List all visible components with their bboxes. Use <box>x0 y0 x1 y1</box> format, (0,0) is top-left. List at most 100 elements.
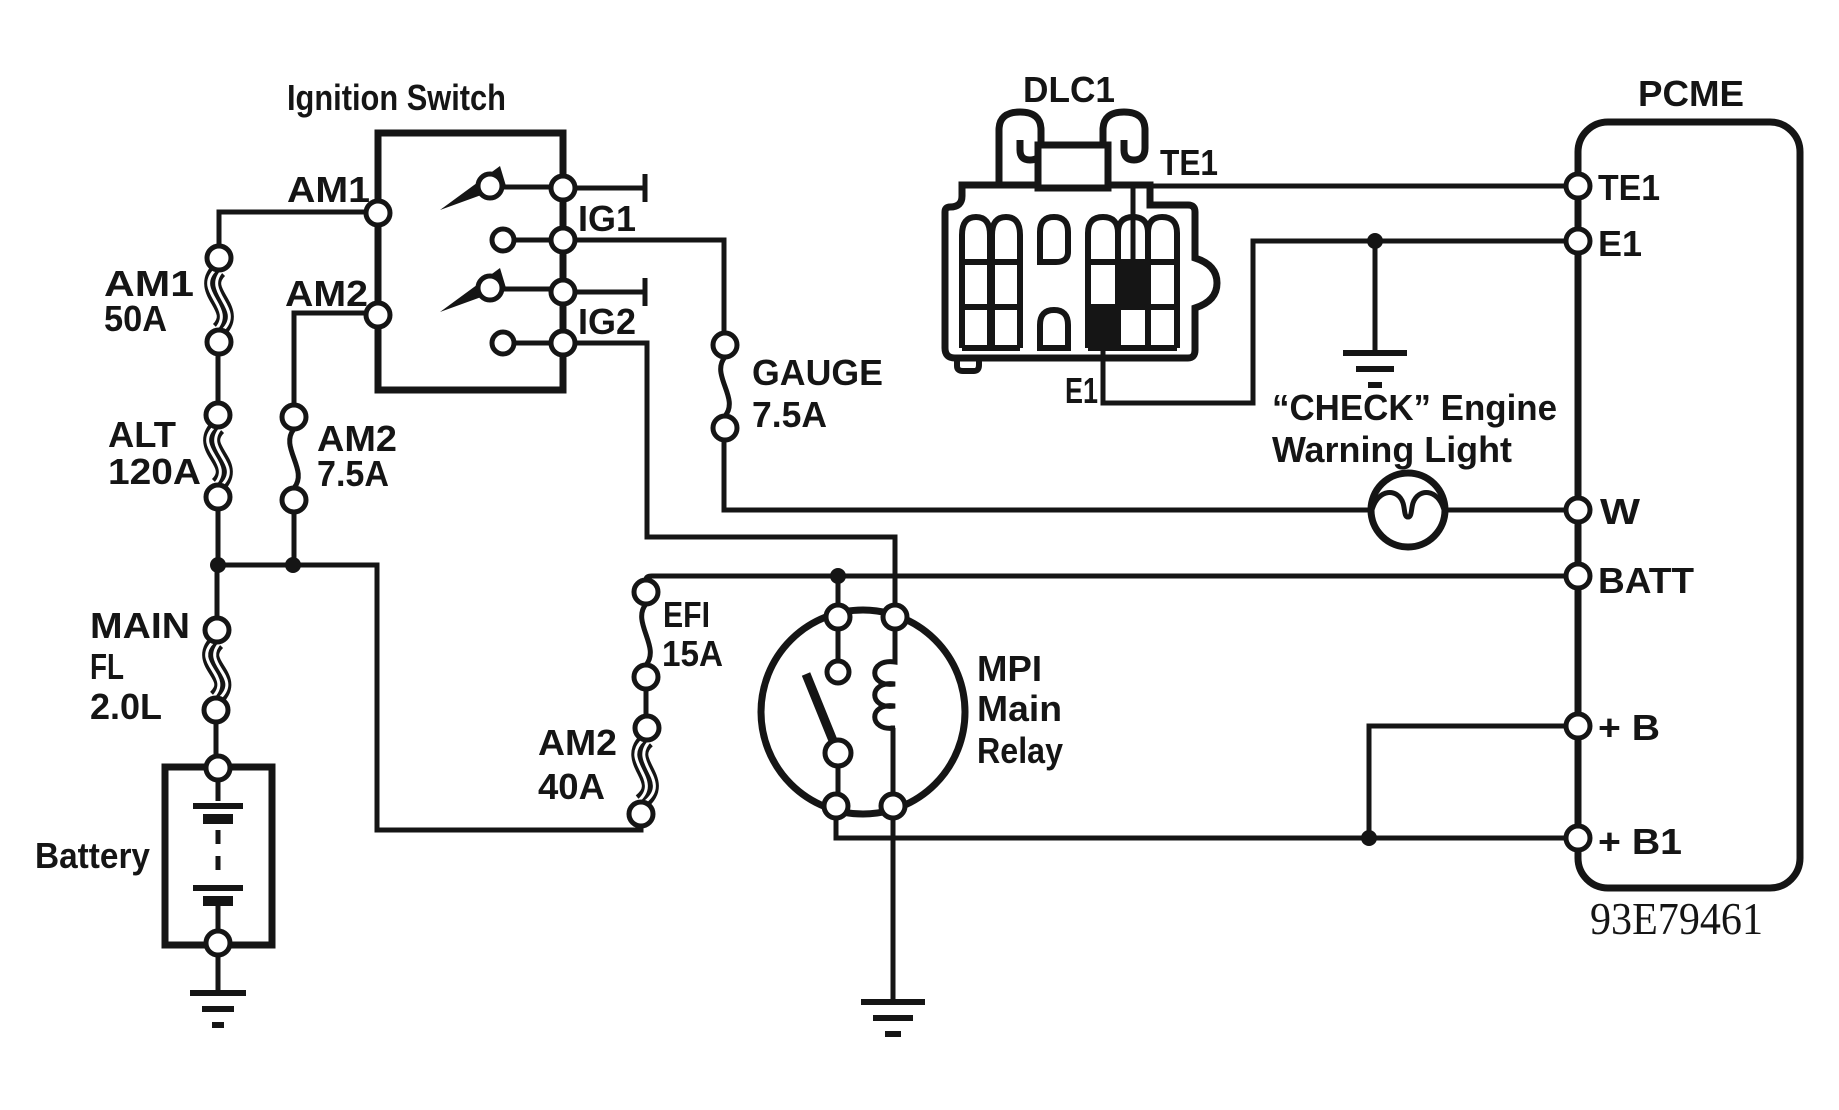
dlc1-pin-filled-e1 <box>1089 308 1117 347</box>
label-ig2: IG2 <box>578 301 636 342</box>
fuse-terminal <box>710 330 740 360</box>
relay-terminal <box>878 791 908 821</box>
label-fuse-main-l2: FL <box>90 646 124 687</box>
dlc1-hook-right <box>1099 108 1149 183</box>
battery <box>161 763 276 1028</box>
wire-am2-feed <box>291 310 378 405</box>
dlc1-bottom-clip <box>954 358 982 374</box>
switch-edge-terminal <box>548 277 578 307</box>
label-dlc1-e1: E1 <box>1065 370 1098 411</box>
fuse-terminal <box>632 713 662 743</box>
label-am1-terminal: AM1 <box>287 169 370 210</box>
battery-terminal <box>203 928 233 958</box>
fuse-efi-body <box>639 602 653 667</box>
relay-terminal <box>821 791 851 821</box>
fuse-terminal <box>203 482 233 512</box>
relay-switch-blade <box>801 672 841 750</box>
fuse-gauge-body <box>718 355 732 418</box>
mpi-main-relay <box>757 606 969 1037</box>
switch-edge-terminal-ig1 <box>548 225 578 255</box>
labels: Ignition Switch AM1 AM2 IG1 IG2 AM1 50A … <box>35 69 1763 944</box>
fuse-am1-body <box>204 263 234 337</box>
check-engine-light <box>1343 241 1449 551</box>
fuse-terminal <box>279 485 309 515</box>
label-relay-2: Main <box>977 688 1062 729</box>
label-fuse-am2b-name: AM2 <box>538 722 617 763</box>
wire-gauge-bulb <box>721 440 1371 513</box>
label-pcme-plus-b1: + B1 <box>1598 821 1682 862</box>
fuse-am2-75-body <box>287 427 301 490</box>
dlc1-hook-left <box>995 108 1045 183</box>
junction-dot <box>285 557 301 573</box>
dlc1-pin-col <box>1145 213 1180 348</box>
dlc1-pin-filled-te1-row <box>1119 263 1147 306</box>
fuse-stripe <box>214 425 230 487</box>
fuse-stripe <box>207 268 223 332</box>
wire-relay-out <box>833 818 1566 841</box>
label-fuse-main-l3: 2.0L <box>90 686 162 727</box>
switch-blade-tip <box>475 273 505 303</box>
label-ig1: IG1 <box>578 198 636 239</box>
pcme-terminal-e1 <box>1563 226 1593 256</box>
dlc1-grid-lines-left <box>962 259 1020 351</box>
relay-terminal <box>880 602 910 632</box>
pcme-terminal-batt <box>1563 561 1593 591</box>
reference-code: 93E79461 <box>1590 893 1763 944</box>
fuse-am2-40a-body <box>631 733 659 809</box>
wire-am1-feed <box>216 209 378 246</box>
wire-ig2-coil <box>576 340 898 605</box>
label-fuse-gauge-name: GAUGE <box>752 352 883 393</box>
label-pcme-plus-b: + B <box>1598 707 1660 748</box>
terminals <box>201 171 1593 958</box>
fuse-terminal <box>631 662 661 692</box>
label-pcme-w: W <box>1600 491 1640 532</box>
label-pcme-te1: TE1 <box>1598 167 1660 208</box>
dlc1-pin-col <box>989 213 1023 348</box>
fuse-stripe <box>206 425 222 487</box>
label-fuse-efi-rating: 15A <box>662 633 723 674</box>
junction-dot <box>830 568 846 584</box>
fuse-terminal <box>204 327 234 357</box>
bulb-filament <box>1369 490 1447 520</box>
label-relay-1: MPI <box>977 648 1042 689</box>
fuse-terminal <box>201 695 231 725</box>
fuse-terminal <box>631 577 661 607</box>
junction-dot <box>1367 233 1383 249</box>
label-fuse-efi-name: EFI <box>663 594 710 635</box>
battery-terminal <box>203 753 233 783</box>
pcme-terminal-plus-b1 <box>1563 823 1593 853</box>
junction-dot <box>210 557 226 573</box>
wire-plus-b <box>1366 723 1566 838</box>
label-fuse-alt-name: ALT <box>108 414 176 455</box>
label-dlc1-te1: TE1 <box>1160 142 1218 183</box>
label-fuse-alt-rating: 120A <box>108 451 201 492</box>
pcme-terminal-te1 <box>1563 171 1593 201</box>
label-fuse-am2s-rating: 7.5A <box>317 453 389 494</box>
wire-ig1-gauge <box>576 237 727 333</box>
label-check-engine-2: Warning Light <box>1272 429 1512 470</box>
label-fuse-am2b-rating: 40A <box>538 766 605 807</box>
fuse-alt-body <box>203 420 233 492</box>
switch-terminal-am2 <box>363 300 393 330</box>
label-battery: Battery <box>35 835 150 876</box>
fuse-mainfl-body <box>202 635 232 705</box>
label-pcme-e1: E1 <box>1598 223 1642 264</box>
label-dlc1: DLC1 <box>1023 69 1115 110</box>
fuse-terminal <box>203 400 233 430</box>
relay-moving-contact <box>822 737 854 769</box>
wire-te1 <box>1130 183 1566 262</box>
label-pcme: PCME <box>1638 73 1744 114</box>
fuse-stripe <box>213 640 229 700</box>
fuse-stripe <box>642 738 656 804</box>
pcme-terminal-plus-b <box>1563 711 1593 741</box>
wires <box>213 174 1566 1000</box>
dlc1-pin-middle-top <box>1037 213 1071 265</box>
label-pcme-batt: BATT <box>1598 560 1694 601</box>
wire-junction-to-am2-40a <box>218 562 644 833</box>
dlc1-connector <box>941 108 1221 374</box>
switch-contact-ig2 <box>489 329 517 357</box>
label-fuse-main-l1: MAIN <box>90 605 190 646</box>
wire-batt-line <box>643 573 1566 581</box>
